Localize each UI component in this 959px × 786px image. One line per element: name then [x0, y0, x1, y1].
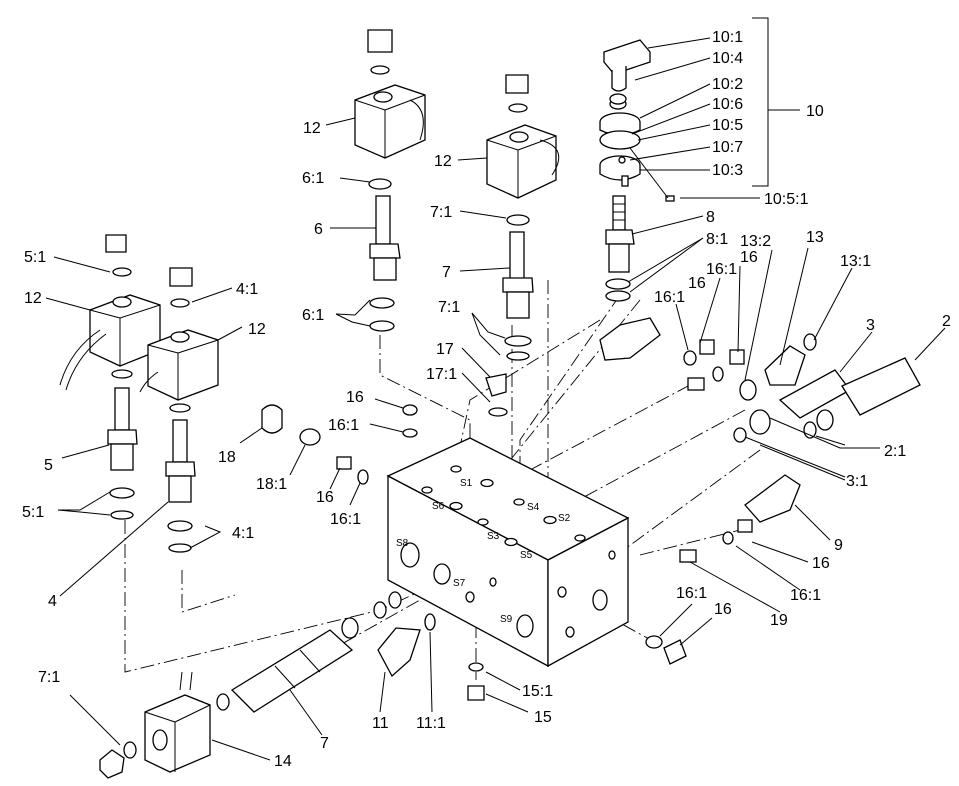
parts-bottom — [99, 591, 485, 779]
callout-7-bot: 7 — [320, 735, 329, 752]
callout-12-b: 12 — [434, 153, 452, 170]
port-s5: S5 — [520, 550, 533, 561]
parts-bottom-right — [645, 474, 801, 665]
callout-10-6: 10:6 — [712, 96, 743, 113]
solenoid-coil-12-left — [354, 29, 426, 190]
callout-5-1-bot: 5:1 — [22, 504, 44, 521]
port-labels: S1 S2 S3 S4 S5 S6 S7 S8 S9 — [396, 478, 571, 625]
callout-16-b: 16 — [688, 275, 706, 292]
callout-10-2: 10:2 — [712, 76, 743, 93]
callout-7: 7 — [442, 264, 451, 281]
callout-14: 14 — [274, 753, 292, 770]
solenoid-coil-12-center — [486, 74, 560, 226]
callout-10-1: 10:1 — [712, 29, 743, 46]
callout-10: 10 — [806, 103, 824, 120]
callout-18-1: 18:1 — [256, 476, 287, 493]
valve-part-8 — [605, 195, 635, 302]
callout-7-1-bot: 7:1 — [38, 669, 60, 686]
callout-3: 3 — [866, 317, 875, 334]
callout-4-1-bot: 4:1 — [232, 525, 254, 542]
part-10-assembly — [599, 39, 675, 202]
callout-5-1-top: 5:1 — [24, 249, 46, 266]
callout-16-f: 16 — [714, 601, 732, 618]
valve-part-5 — [107, 369, 138, 520]
callout-5: 5 — [44, 457, 53, 474]
port-s6: S6 — [432, 501, 445, 512]
port-s4: S4 — [527, 502, 540, 513]
callout-16-a: 16 — [740, 249, 758, 266]
callout-8: 8 — [706, 209, 715, 226]
callout-6-1-bot: 6:1 — [302, 307, 324, 324]
callout-2-1: 2:1 — [884, 443, 906, 460]
valve-part-7-center — [485, 231, 534, 417]
port-s8: S8 — [396, 538, 409, 549]
callout-17: 17 — [436, 341, 454, 358]
callout-3-1: 3:1 — [846, 473, 868, 490]
port-s9: S9 — [500, 614, 513, 625]
callout-10-3: 10:3 — [712, 162, 743, 179]
callout-16-1-c: 16:1 — [328, 417, 359, 434]
callout-16-1-d: 16:1 — [330, 511, 361, 528]
callout-10-4: 10:4 — [712, 50, 743, 67]
callout-4-1-top: 4:1 — [236, 281, 258, 298]
valve-part-6 — [369, 195, 401, 332]
callout-6: 6 — [314, 221, 323, 238]
callout-15-1: 15:1 — [522, 683, 553, 700]
callout-12-c: 12 — [24, 290, 42, 307]
callout-13-1: 13:1 — [840, 253, 871, 270]
callout-2: 2 — [942, 313, 951, 330]
callout-7-1-top: 7:1 — [430, 204, 452, 221]
port-s7: S7 — [453, 578, 466, 589]
manifold-block — [386, 437, 630, 668]
callout-13: 13 — [806, 229, 824, 246]
callout-7-1-mid: 7:1 — [438, 299, 460, 316]
callout-10-7: 10:7 — [712, 139, 743, 156]
callout-16-e: 16 — [812, 555, 830, 572]
callout-11-1: 11:1 — [416, 715, 446, 732]
callout-16-d: 16 — [316, 489, 334, 506]
callout-18: 18 — [218, 449, 236, 466]
callout-11: 11 — [372, 715, 389, 732]
callout-16-1-f: 16:1 — [676, 585, 707, 602]
solenoid-coil-12-left-second — [139, 267, 219, 401]
port-s3: S3 — [487, 531, 500, 542]
callout-12-a: 12 — [303, 120, 321, 137]
callout-10-5-1: 10:5:1 — [764, 191, 809, 208]
callout-6-1-top: 6:1 — [302, 170, 324, 187]
port-s2: S2 — [558, 513, 571, 524]
plugs-and-seals-left — [261, 404, 418, 485]
callout-19: 19 — [770, 612, 788, 629]
callout-10-5: 10:5 — [712, 117, 743, 134]
callout-16-1-e: 16:1 — [790, 587, 821, 604]
callout-9: 9 — [834, 537, 843, 554]
callout-16-c: 16 — [346, 389, 364, 406]
valve-part-4 — [165, 403, 196, 553]
callout-4: 4 — [48, 593, 57, 610]
cartridges-right — [599, 317, 921, 443]
leader-lines — [45, 17, 946, 761]
port-s1: S1 — [460, 478, 473, 489]
callout-16-1-a: 16:1 — [706, 261, 737, 278]
callout-12-d: 12 — [248, 321, 266, 338]
callout-13-2: 13:2 — [740, 233, 771, 250]
callout-labels: 10:1 10:4 10:2 10:6 10:5 10:7 10:3 10 10… — [22, 29, 951, 770]
callout-15: 15 — [534, 709, 552, 726]
solenoid-coil-12-far-left — [59, 234, 161, 391]
callout-16-1-b: 16:1 — [654, 289, 685, 306]
callout-8-1: 8:1 — [706, 231, 728, 248]
callout-17-1: 17:1 — [426, 366, 457, 383]
